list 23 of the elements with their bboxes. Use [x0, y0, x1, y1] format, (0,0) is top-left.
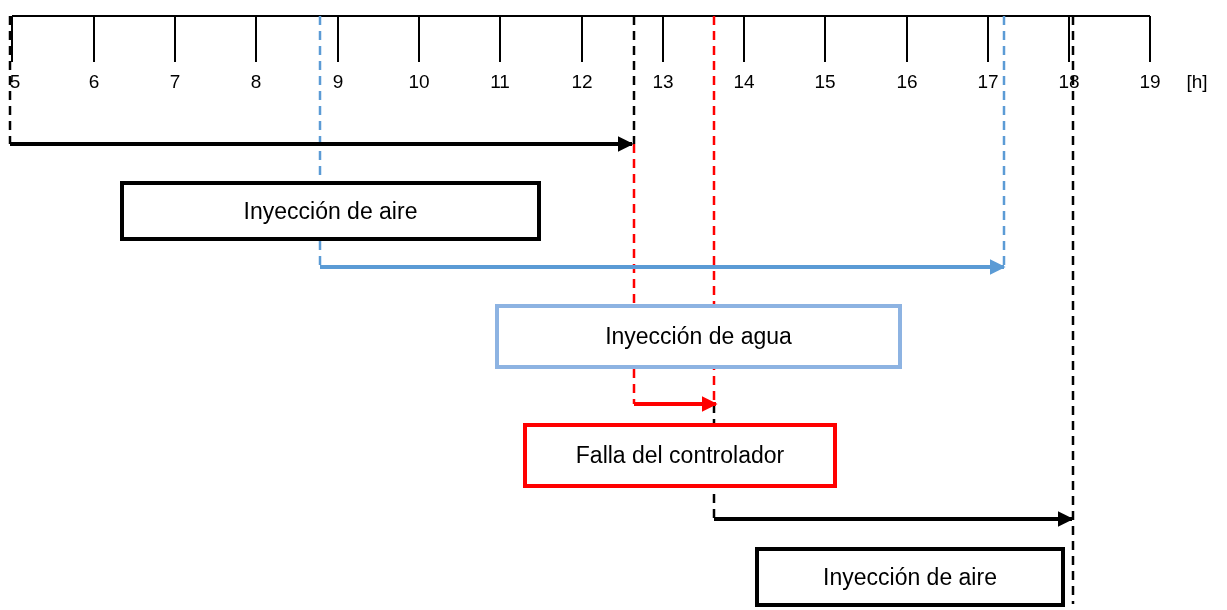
phase-label: Falla del controlador	[575, 442, 785, 469]
phase-label: Inyección de aire	[823, 563, 997, 591]
axis-unit-label: [h]	[1186, 71, 1208, 93]
tick-label: 9	[332, 71, 344, 93]
tick-label: 11	[490, 71, 510, 93]
tick-label: 17	[977, 71, 999, 93]
phase-label: Inyección de aire	[243, 197, 418, 225]
tick-label: 10	[408, 71, 430, 93]
tick-label: 12	[571, 71, 593, 93]
tick-label: 6	[88, 71, 100, 93]
tick-label: 7	[169, 71, 181, 93]
phase-box	[495, 304, 902, 369]
tick-label: 15	[814, 71, 836, 93]
tick-label: 5	[9, 71, 21, 93]
tick-label: 13	[652, 71, 674, 93]
tick-label: 8	[250, 71, 262, 93]
tick-label: 19	[1139, 71, 1161, 93]
tick-label: 14	[733, 71, 755, 93]
phase-box	[523, 423, 837, 488]
tick-label: 16	[896, 71, 918, 93]
phase-box	[755, 547, 1065, 607]
phase-box	[120, 181, 541, 241]
phase-label: Inyección de agua	[605, 323, 792, 350]
